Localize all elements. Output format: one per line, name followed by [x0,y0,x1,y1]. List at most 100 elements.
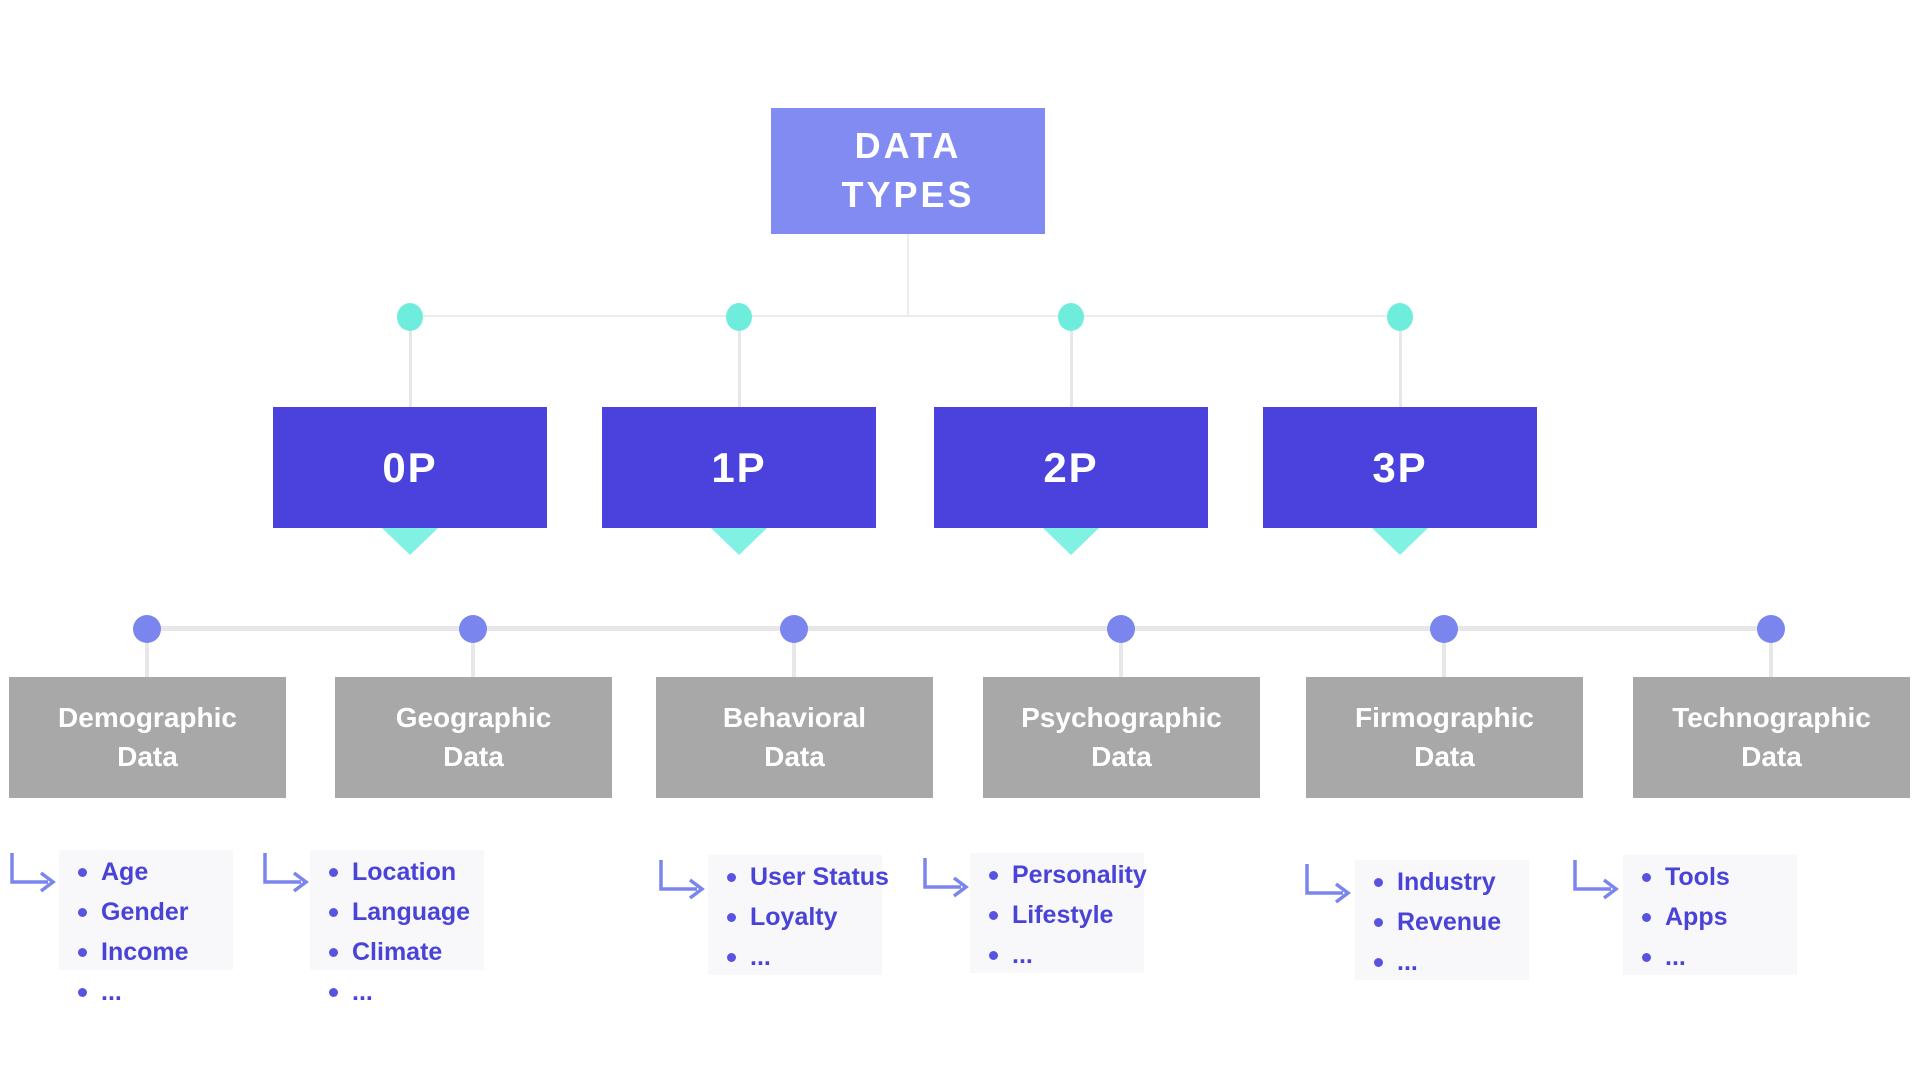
elbow-arrow-icon [1305,864,1355,904]
connector-level1-vline [1070,317,1073,407]
list-item: Climate [324,932,544,972]
root-node-label: DATA TYPES [841,125,975,215]
party-node-label: 0P [382,443,438,491]
list-item: ... [1637,937,1857,977]
elbow-arrow-icon [10,853,60,893]
party-node-2p: 2P [934,407,1208,528]
bullet-icon [989,870,998,880]
level1-connector-dot [726,303,752,331]
bullet-icon [78,907,87,917]
party-node-label: 2P [1043,443,1099,491]
category-node-label: Technographic Data [1672,701,1871,772]
technographic-items-list: Tools Apps ... [1637,857,1857,977]
demographic-items-list: Age Gender Income ... [73,852,293,1012]
bullet-icon [329,907,338,917]
behavioral-items-list: User Status Loyalty ... [722,857,942,977]
connector-level1-vline [738,317,741,407]
party-node-0p: 0P [273,407,547,528]
connector-root-stem [907,234,909,316]
psychographic-items-list: Personality Lifestyle ... [984,855,1204,975]
list-background [970,853,1144,973]
bullet-icon [1642,952,1651,962]
bullet-icon [1642,912,1651,922]
list-background [1355,860,1529,980]
list-item: Personality [984,855,1204,895]
list-item: Revenue [1369,902,1589,942]
level2-connector-dot [133,615,161,643]
category-node-psychographic: Psychographic Data [983,677,1260,798]
list-item: User Status [722,857,942,897]
category-node-demographic: Demographic Data [9,677,286,798]
party-node-3p: 3P [1263,407,1537,528]
bullet-icon [1642,872,1651,882]
bullet-icon [1374,877,1383,887]
bullet-icon [329,947,338,957]
category-node-label: Psychographic Data [1021,701,1222,772]
level1-connector-dot [1058,303,1084,331]
bullet-icon [78,867,87,877]
bullet-icon [329,867,338,877]
list-item: ... [722,937,942,977]
connector-level2-vline [1119,629,1123,678]
bullet-icon [989,910,998,920]
list-item: Tools [1637,857,1857,897]
list-item: ... [324,972,544,1012]
level2-connector-dot [1430,615,1458,643]
elbow-arrow-icon [923,858,973,898]
category-node-label: Firmographic Data [1355,701,1534,772]
level2-connector-dot [459,615,487,643]
connector-level1-vline [1399,317,1402,407]
bullet-icon [78,987,87,997]
list-item: Industry [1369,862,1589,902]
elbow-arrow-icon [1573,860,1623,900]
list-item: Age [73,852,293,892]
bullet-icon [1374,917,1383,927]
category-node-technographic: Technographic Data [1633,677,1910,798]
list-item: Location [324,852,544,892]
party-node-label: 3P [1372,443,1428,491]
level1-connector-dot [397,303,423,331]
bullet-icon [727,872,736,882]
connector-level1-hline [410,315,1400,317]
level1-connector-dot [1387,303,1413,331]
list-item: Loyalty [722,897,942,937]
bullet-icon [329,987,338,997]
list-item: Income [73,932,293,972]
party-node-1p: 1P [602,407,876,528]
firmographic-items-list: Industry Revenue ... [1369,862,1589,982]
level2-connector-dot [1757,615,1785,643]
bullet-icon [989,950,998,960]
list-item: ... [984,935,1204,975]
geographic-items-list: Location Language Climate ... [324,852,544,1012]
elbow-arrow-icon [263,853,313,893]
list-item: Language [324,892,544,932]
party-node-label: 1P [711,443,767,491]
list-background [1623,855,1797,975]
elbow-arrow-icon [659,860,709,900]
list-item: Gender [73,892,293,932]
triangle-down-icon [1043,528,1099,555]
bullet-icon [727,952,736,962]
list-background [708,855,882,975]
category-node-label: Demographic Data [58,701,237,772]
triangle-down-icon [382,528,438,555]
category-node-label: Behavioral Data [722,701,867,772]
connector-level2-vline [792,629,796,678]
bullet-icon [78,947,87,957]
list-background [59,850,233,970]
list-item: ... [73,972,293,1012]
connector-level1-vline [409,317,412,407]
connector-level2-vline [1769,629,1773,678]
list-background [310,850,484,970]
triangle-down-icon [1372,528,1428,555]
triangle-down-icon [711,528,767,555]
list-item: Apps [1637,897,1857,937]
connector-level2-vline [1442,629,1446,678]
connector-level2-vline [471,629,475,678]
connector-level2-vline [145,629,149,678]
level2-connector-dot [780,615,808,643]
category-node-behavioral: Behavioral Data [656,677,933,798]
connector-level2-hline [147,626,1772,631]
list-item: Lifestyle [984,895,1204,935]
